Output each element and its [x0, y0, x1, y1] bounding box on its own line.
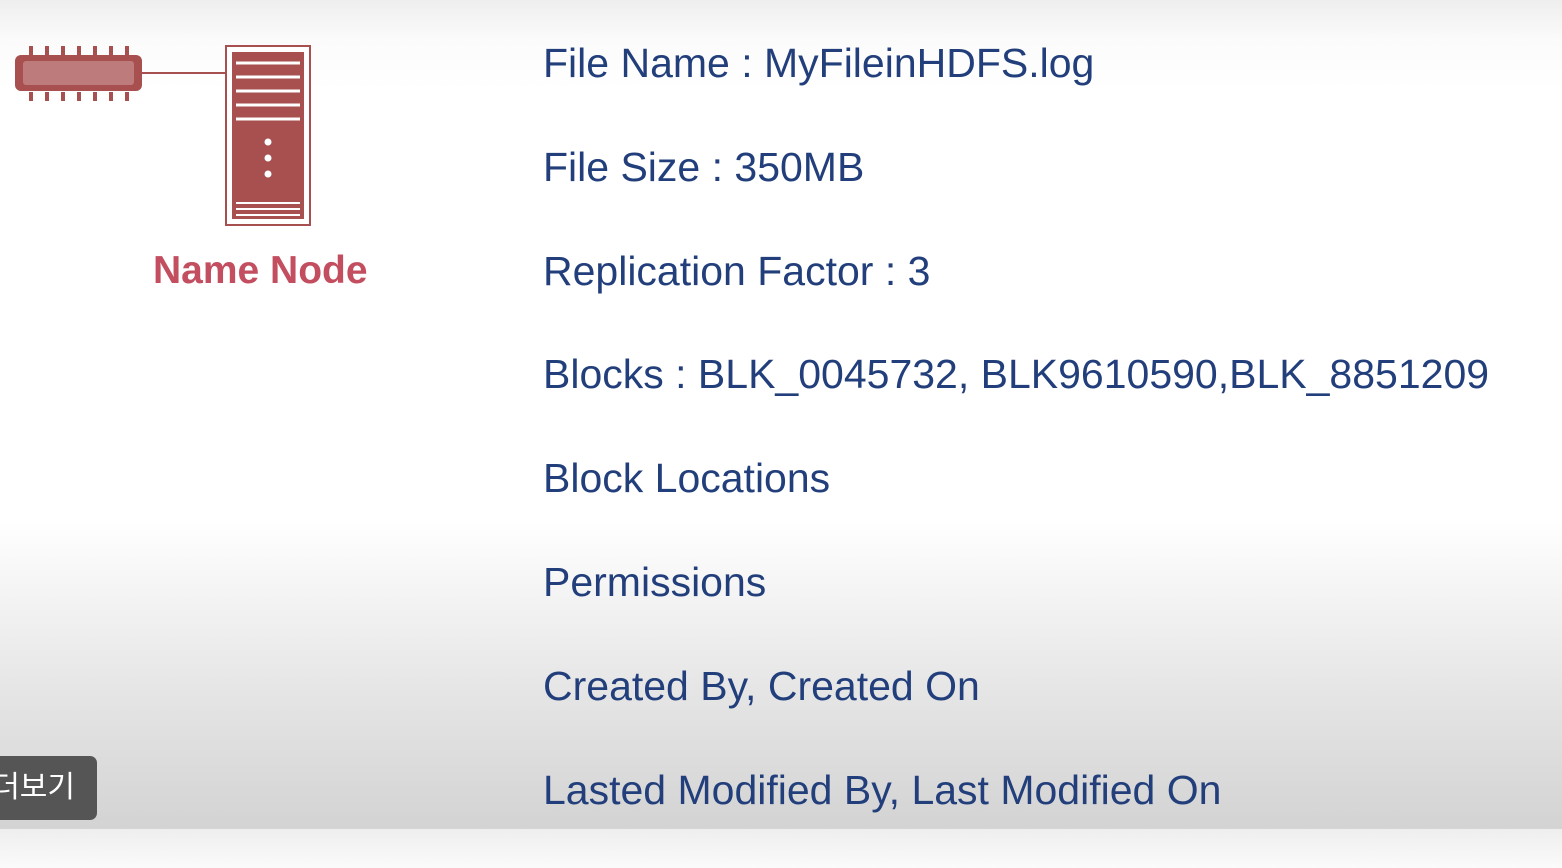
file-metadata-list: File Name : MyFileinHDFS.log File Size :…	[543, 38, 1489, 868]
blocks-item: Blocks : BLK_0045732, BLK9610590,BLK_885…	[543, 351, 1490, 398]
created-item: Created By, Created On	[543, 662, 980, 709]
block-locations-item: Block Locations	[543, 455, 831, 502]
file-size-item: File Size : 350MB	[543, 143, 865, 190]
file-name-item: File Name : MyFileinHDFS.log	[543, 40, 1095, 86]
memory-chip-icon	[15, 46, 142, 101]
last-modified-item: Lasted Modified By, Last Modified On	[543, 766, 1222, 813]
name-node-illustration	[14, 44, 314, 235]
replication-factor-item: Replication Factor : 3	[543, 247, 931, 294]
server-tower-icon	[225, 45, 311, 226]
more-button[interactable]: 더보기	[0, 756, 97, 820]
name-node-label: Name Node	[153, 249, 368, 292]
more-button-label: 더보기	[0, 770, 75, 805]
permissions-item: Permissions	[543, 558, 767, 605]
